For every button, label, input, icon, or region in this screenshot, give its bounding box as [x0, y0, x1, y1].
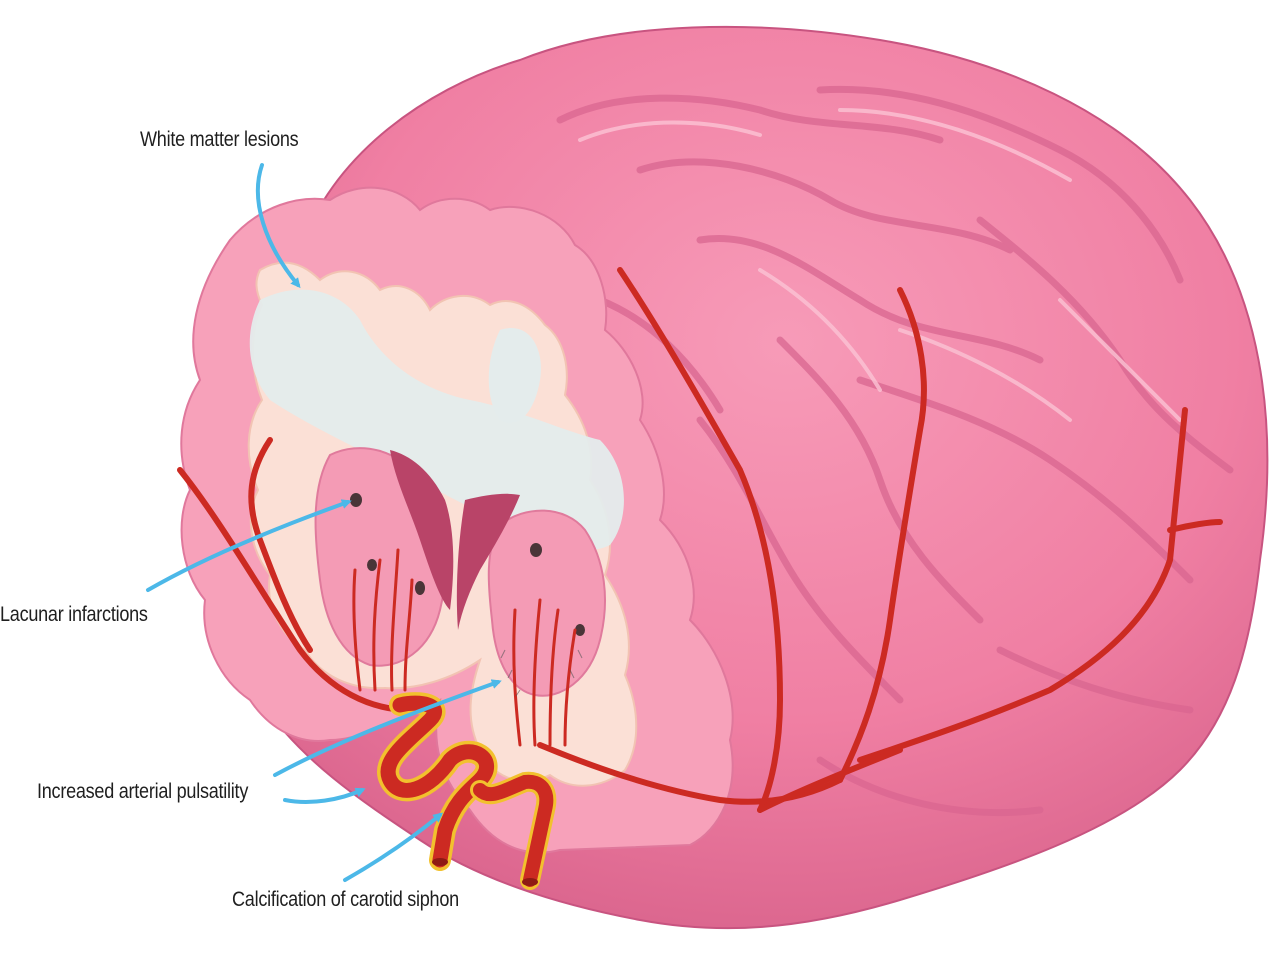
- arrow-icon: [283, 787, 366, 804]
- label-lacunar-infarctions: Lacunar infarctions: [0, 603, 148, 626]
- ventricle-left: [390, 450, 454, 610]
- label-increased-arterial-pulsatility: Increased arterial pulsatility: [37, 780, 249, 803]
- ventricle-right: [456, 493, 520, 630]
- carotid-siphon: [377, 692, 557, 890]
- arrow-icon: [255, 163, 301, 289]
- arrow-icon: [273, 679, 502, 777]
- label-calcification-of-carotid-siphon: Calcification of carotid siphon: [232, 888, 459, 911]
- label-white-matter-lesions: White matter lesions: [140, 128, 299, 151]
- pointer-arrows: [146, 163, 502, 882]
- lacunes: [350, 493, 585, 636]
- basal-ganglia-right: [487, 509, 606, 697]
- perforating-arteries: [352, 548, 577, 747]
- arrow-icon: [343, 812, 444, 882]
- cerebral-arteries: [177, 267, 1223, 813]
- white-matter-lesion: [249, 289, 624, 551]
- arrow-icon: [146, 499, 352, 592]
- gyri: [556, 85, 1234, 817]
